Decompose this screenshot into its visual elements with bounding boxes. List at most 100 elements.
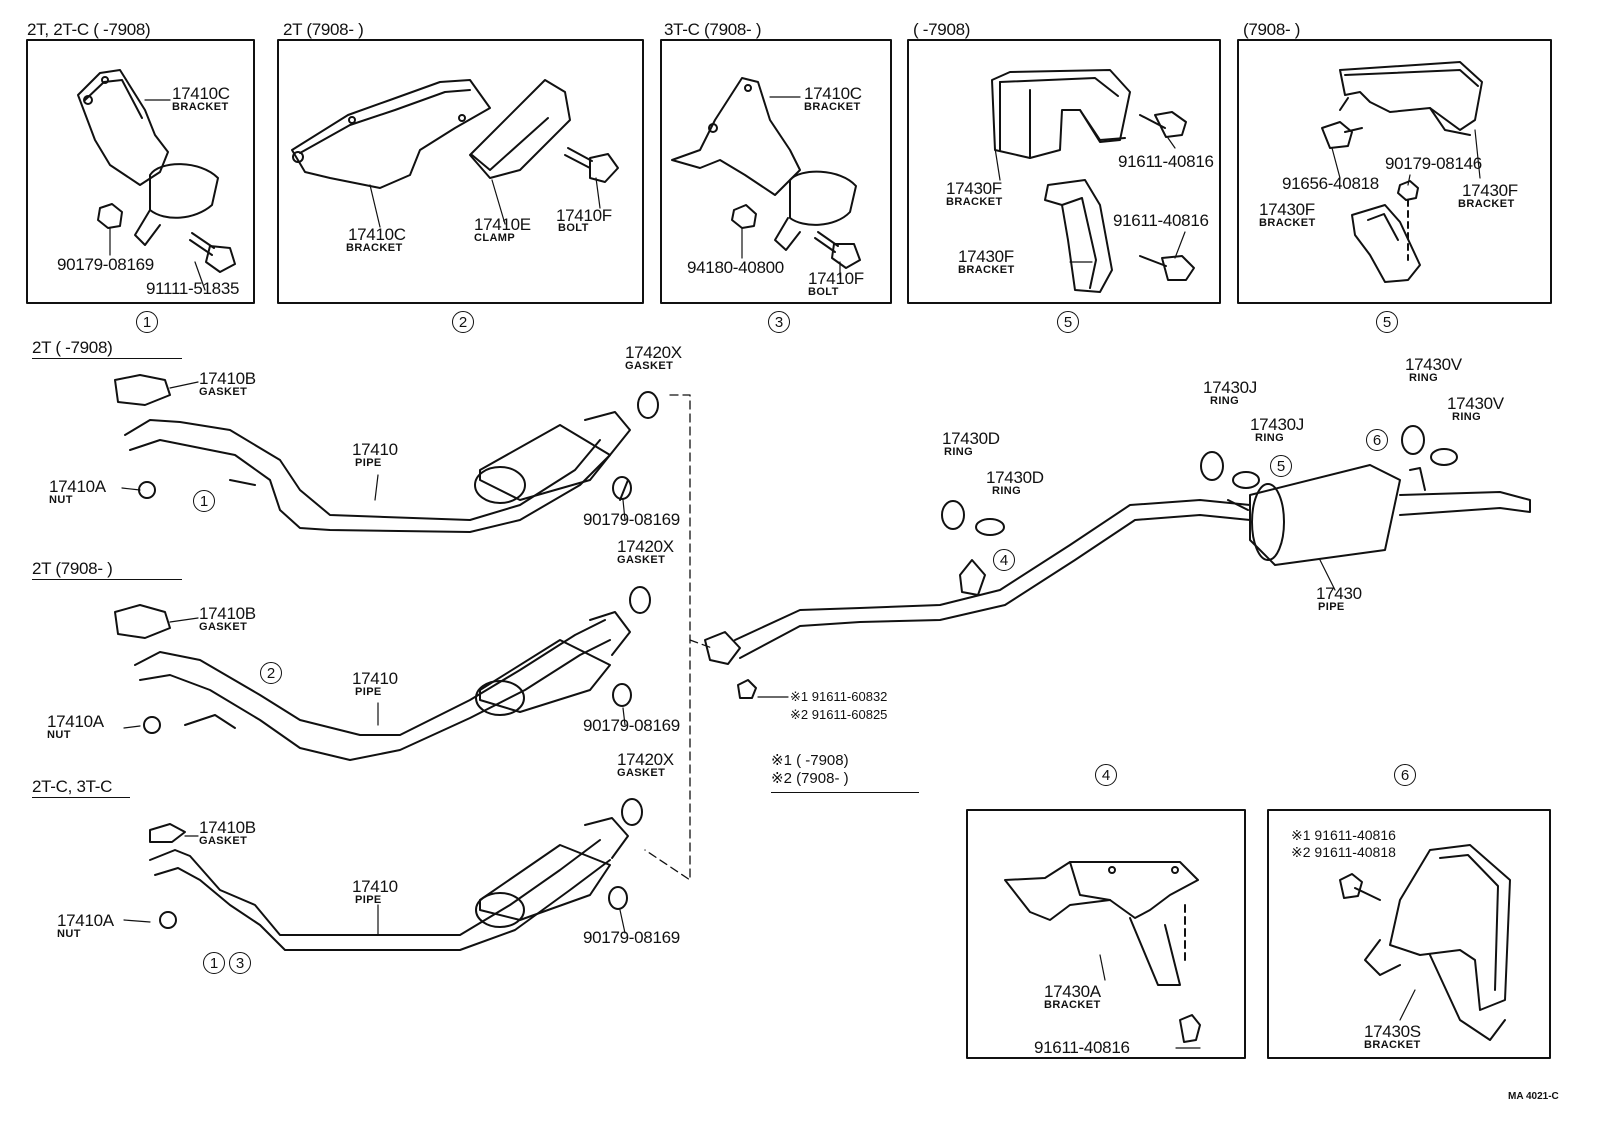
part-desc-pipe-b: PIPE [355, 686, 382, 698]
bolt-91611-40816-drawing-b [1139, 255, 1195, 281]
note-underline [771, 792, 919, 793]
part-number-17410f-a: 17410F [556, 206, 612, 225]
circle-number-variant1: 1 [193, 490, 215, 512]
note-2: ※2 (7908- ) [771, 770, 849, 787]
circle-number-variant2: 2 [260, 662, 282, 684]
part-number-91611-60832: ※1 91611-60832 [790, 689, 888, 704]
circle-number-variant3b: 3 [229, 952, 251, 974]
part-number-17430d-a: 17430D [942, 429, 1000, 448]
part-number-17430d-b: 17430D [986, 468, 1044, 487]
part-desc-nut-c: NUT [57, 928, 81, 940]
bracket-17430f-drawing-b [1044, 179, 1113, 293]
part-number-17410a-c: 17410A [57, 911, 114, 930]
part-number-17420x-a: 17420X [625, 343, 682, 362]
circle-number-box2: 2 [452, 311, 474, 333]
pipe-17410-drawing-b [114, 604, 631, 761]
part-desc-gasket-c: GASKET [617, 554, 666, 566]
part-number-17430j-a: 17430J [1203, 378, 1257, 397]
part-desc-bracket-f: BRACKET [1458, 198, 1515, 210]
part-desc-ring-a: RING [944, 446, 974, 458]
part-number-17430s: 17430S [1364, 1022, 1421, 1041]
part-number-17410-a: 17410 [352, 440, 398, 459]
part-desc-bracket-h: BRACKET [1044, 999, 1101, 1011]
part-desc-nut-a: NUT [49, 494, 73, 506]
part-number-91611-60825: ※2 91611-60825 [790, 707, 888, 722]
circle-number-detail4: 4 [1095, 764, 1117, 786]
part-number-17430: 17430 [1316, 584, 1362, 603]
circle-number-detail6: 6 [1394, 764, 1416, 786]
header-variant3: 2T-C, 3T-C [32, 777, 113, 796]
part-number-17420x-b: 17420X [617, 537, 674, 556]
note-1: ※1 ( -7908) [771, 752, 849, 769]
part-number-90179-08169-a: 90179-08169 [57, 255, 154, 274]
circle-number-box5: 5 [1376, 311, 1398, 333]
detail-box-bracket-6 [1267, 809, 1551, 1059]
header-variant1-underline [32, 358, 182, 359]
circle-number-ref5: 5 [1270, 455, 1292, 477]
bracket-17410c-drawing-c [671, 77, 857, 251]
header-variant1: 2T ( -7908) [32, 338, 113, 357]
bracket-17430a-drawing [1004, 861, 1201, 1043]
circle-number-box1: 1 [136, 311, 158, 333]
part-number-17410c-b: 17410C [348, 225, 406, 244]
part-desc-bracket-b: BRACKET [346, 242, 403, 254]
part-desc-nut-b: NUT [47, 729, 71, 741]
bolt-91611-40816-drawing-a [1139, 111, 1187, 138]
footer-code: MA 4021-C [1508, 1091, 1559, 1102]
nut-90179-08146-drawing [1397, 180, 1419, 261]
part-desc-ring-f: RING [1452, 411, 1482, 423]
pipe-17410-drawing-a [114, 374, 631, 533]
part-desc-ring-b: RING [992, 485, 1022, 497]
part-number-90179-08146: 90179-08146 [1385, 154, 1482, 173]
bracket-17410c-drawing-a [77, 69, 219, 246]
bolt-17410f-drawing-b [814, 231, 861, 269]
part-number-17430v-b: 17430V [1447, 394, 1504, 413]
part-desc-pipe-a: PIPE [355, 457, 382, 469]
part-desc-gasket-e: GASKET [617, 767, 666, 779]
part-number-17410a-b: 17410A [47, 712, 104, 731]
part-number-17420x-c: 17420X [617, 750, 674, 769]
part-desc-ring-c: RING [1210, 395, 1240, 407]
part-number-17430j-b: 17430J [1250, 415, 1304, 434]
part-number-91111-51835: 91111-51835 [146, 279, 240, 298]
detail-box-bracket-4 [966, 809, 1246, 1059]
bracket-17410c-drawing-b [291, 79, 491, 189]
header-box4: ( -7908) [913, 20, 971, 39]
part-number-17410e: 17410E [474, 215, 531, 234]
pipe-17410-drawing-c [149, 817, 629, 951]
part-number-94180-40800: 94180-40800 [687, 258, 784, 277]
part-desc-clamp: CLAMP [474, 232, 516, 244]
part-desc-bracket-d: BRACKET [946, 196, 1003, 208]
part-desc-bracket-g: BRACKET [1259, 217, 1316, 229]
header-box5: (7908- ) [1243, 20, 1301, 39]
part-desc-bracket-e: BRACKET [958, 264, 1015, 276]
detail-box-1 [26, 39, 255, 304]
clamp-17410e-drawing [469, 79, 571, 179]
header-variant2: 2T (7908- ) [32, 559, 113, 578]
header-box3: 3T-C (7908- ) [664, 20, 762, 39]
nut-94180-40800-drawing [731, 204, 757, 229]
part-number-91611-40818: ※2 91611-40818 [1291, 844, 1396, 860]
circle-number-ref6: 6 [1366, 429, 1388, 451]
part-number-17410c-a: 17410C [172, 84, 230, 103]
bracket-17430f-drawing-c [1339, 61, 1483, 136]
header-variant3-underline [32, 797, 130, 798]
part-number-17430f-a: 17430F [946, 179, 1002, 198]
circle-number-ref4: 4 [993, 549, 1015, 571]
part-desc-pipe-c: PIPE [355, 894, 382, 906]
part-number-17410b-b: 17410B [199, 604, 256, 623]
part-number-17410a-a: 17410A [49, 477, 106, 496]
part-desc-bracket-a: BRACKET [172, 101, 229, 113]
bracket-17430f-drawing-d [1351, 204, 1421, 283]
circle-number-box4: 5 [1057, 311, 1079, 333]
part-number-90179-08169-d: 90179-08169 [583, 928, 680, 947]
part-number-17410f-b: 17410F [808, 269, 864, 288]
part-desc-gasket-d: GASKET [199, 621, 248, 633]
pipe-17430-drawing [704, 464, 1531, 665]
bracket-17430s-drawing [1339, 844, 1511, 1041]
part-desc-bracket-i: BRACKET [1364, 1039, 1421, 1051]
part-number-91611-40816-d: ※1 91611-40816 [1291, 827, 1396, 843]
header-box1: 2T, 2T-C ( -7908) [27, 20, 151, 39]
circle-number-box3: 3 [768, 311, 790, 333]
